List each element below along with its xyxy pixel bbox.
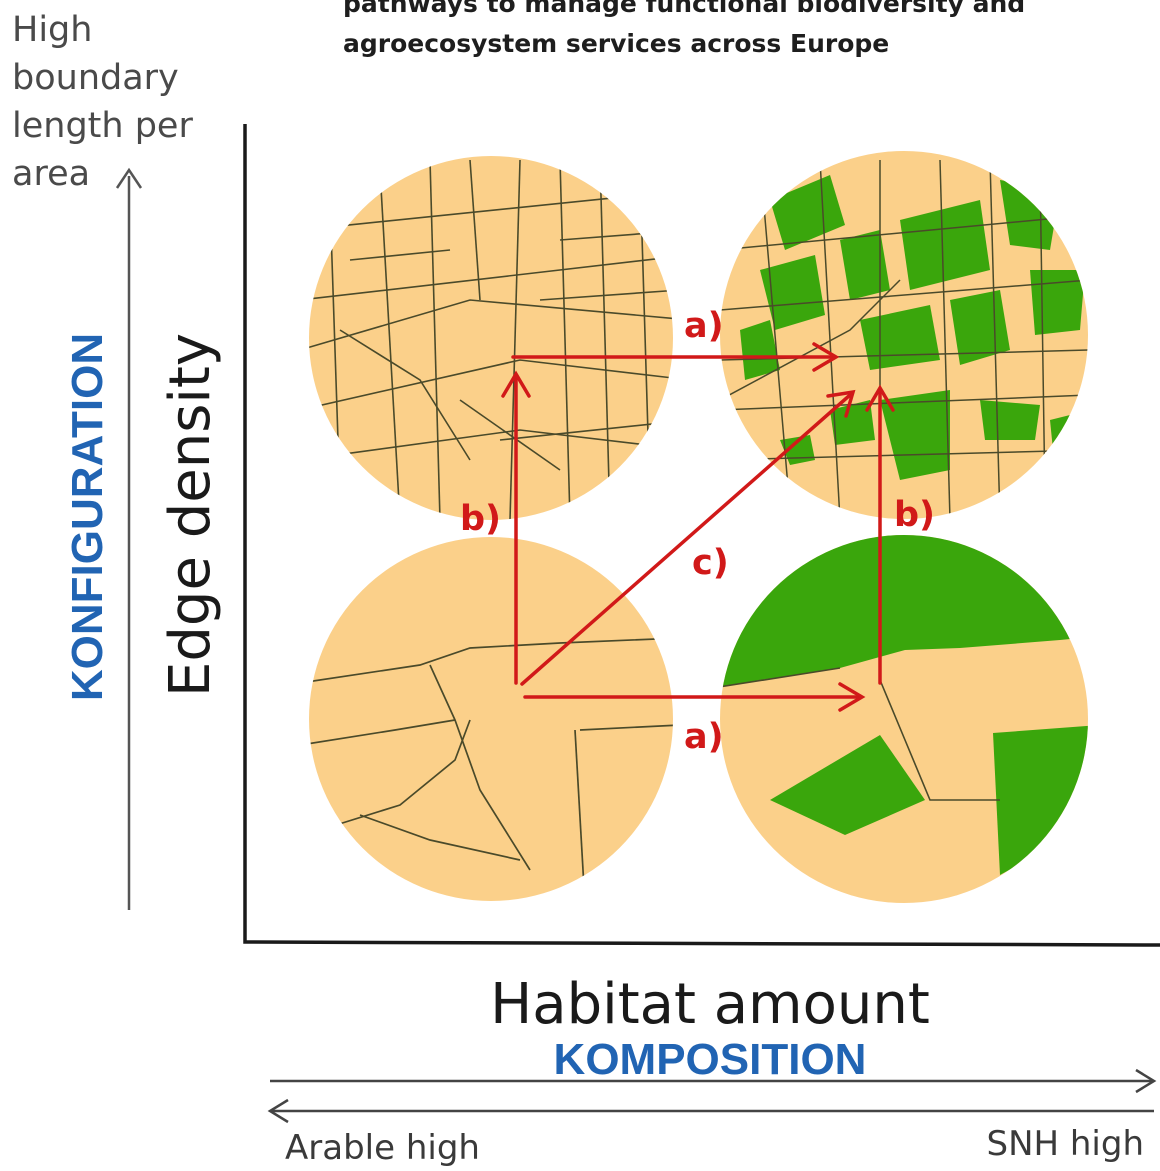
pathway-label-a-top: a) — [684, 306, 724, 346]
arrow-a-bottom — [523, 682, 866, 712]
y-axis-arrow — [115, 167, 143, 910]
arrow-b-right — [865, 384, 895, 685]
x-axis-left-end-label: Arable high — [285, 1128, 480, 1168]
x-axis-right-end-label: SNH high — [986, 1124, 1144, 1164]
plot-axes — [243, 124, 1160, 947]
landscape-circle-arable-low-edge — [309, 537, 673, 901]
x-axis-label: Habitat amount — [490, 972, 930, 1037]
y-axis-top-label: High boundary length per area — [12, 10, 193, 194]
landscape-circle-habitat-high-edge — [720, 151, 1088, 519]
arrow-c-diagonal — [520, 389, 856, 686]
landscape-circle-habitat-low-edge — [720, 535, 1088, 903]
pathway-label-c: c) — [692, 543, 729, 583]
pathway-label-a-bottom: a) — [684, 717, 724, 757]
arrow-b-left — [501, 370, 531, 685]
arrow-a-top — [511, 342, 840, 372]
landscape-circle-arable-high-edge — [309, 156, 673, 520]
header-title: pathways to manage functional biodiversi… — [343, 0, 1026, 58]
pathway-label-b-right: b) — [894, 495, 935, 535]
pathway-arrows — [501, 342, 895, 712]
x-axis-double-arrow — [267, 1068, 1157, 1124]
pathway-label-b-left: b) — [460, 499, 501, 539]
x-axis-component-label: KOMPOSITION — [553, 1035, 867, 1084]
